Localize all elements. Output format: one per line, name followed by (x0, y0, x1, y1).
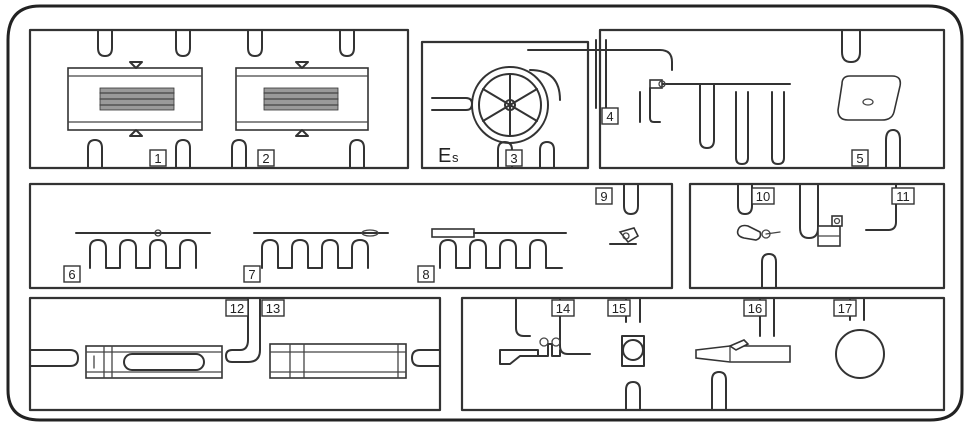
notch (175, 139, 191, 169)
part-tag-label: 12 (230, 301, 244, 316)
notch (97, 29, 113, 57)
part-tag-10: 10 (751, 187, 775, 205)
notch (539, 141, 555, 169)
notch (349, 139, 365, 169)
notch (841, 29, 861, 63)
part-tag-4: 4 (601, 107, 619, 125)
notch (225, 297, 261, 363)
notch (799, 183, 819, 239)
part-tag-13: 13 (261, 299, 285, 317)
svg-text:E: E (438, 145, 451, 167)
part-tag-9: 9 (595, 187, 613, 205)
part-9-small-fitting (609, 227, 640, 245)
part-2-radiator-panel (235, 61, 369, 137)
part-11-bracket (817, 215, 843, 247)
part-tag-7: 7 (243, 265, 261, 283)
notch (339, 29, 355, 57)
part-3-steering-wheel (431, 66, 561, 144)
part-tag-label: 7 (248, 267, 255, 282)
cell-parts-4-5 (598, 28, 946, 170)
part-8-rod (431, 228, 567, 269)
part-tag-label: 10 (756, 189, 770, 204)
part-tag-2: 2 (257, 149, 275, 167)
part-17-disc (835, 329, 885, 379)
notch (623, 183, 639, 215)
part-tag-label: 9 (600, 189, 607, 204)
sprue-code: E s (438, 145, 459, 167)
part-14-pipe-fitting (499, 337, 561, 365)
part-13-engine-block (269, 343, 407, 379)
part-15-ring (621, 335, 645, 367)
part-12-engine-block (85, 345, 223, 379)
notch (231, 139, 247, 169)
part-6-rod (75, 229, 211, 269)
notch (711, 371, 727, 411)
part-tag-label: 8 (422, 267, 429, 282)
svg-text:s: s (452, 150, 459, 165)
part-tag-label: 4 (606, 109, 613, 124)
part-tag-16: 16 (743, 299, 767, 317)
notch (737, 183, 753, 215)
notch (865, 183, 897, 231)
cell-parts-1-2 (28, 28, 410, 170)
part-tag-label: 14 (556, 301, 570, 316)
part-tag-11: 11 (891, 187, 915, 205)
part-tag-15: 15 (607, 299, 631, 317)
cell-part-3 (420, 40, 590, 170)
notch (761, 253, 777, 289)
part-7-rod (253, 229, 389, 269)
sprue-frame (6, 4, 964, 422)
part-tag-label: 5 (856, 151, 863, 166)
cell-parts-6-9 (28, 182, 674, 290)
part-tag-1: 1 (149, 149, 167, 167)
part-4-handle-rod (527, 39, 791, 165)
notch (411, 349, 441, 367)
part-tag-5: 5 (851, 149, 869, 167)
notch (87, 139, 103, 169)
part-tag-6: 6 (63, 265, 81, 283)
part-tag-label: 11 (896, 189, 910, 204)
notch (247, 29, 263, 57)
part-10-lever (736, 224, 781, 241)
cell-parts-12-13 (28, 296, 442, 412)
part-tag-label: 2 (262, 151, 269, 166)
part-tag-label: 16 (748, 301, 762, 316)
notch (625, 381, 641, 411)
part-5-oval-plate (837, 75, 902, 121)
part-1-radiator-panel (67, 61, 203, 137)
cell-parts-10-11 (688, 182, 946, 290)
part-tag-17: 17 (833, 299, 857, 317)
notch (559, 297, 591, 355)
cell-parts-14-17 (460, 296, 946, 412)
notch (175, 29, 191, 57)
part-tag-14: 14 (551, 299, 575, 317)
part-tag-label: 6 (68, 267, 75, 282)
part-tag-label: 13 (266, 301, 280, 316)
part-tag-label: 17 (838, 301, 852, 316)
part-tag-label: 3 (510, 151, 517, 166)
part-tag-12: 12 (225, 299, 249, 317)
part-tag-8: 8 (417, 265, 435, 283)
notch (29, 349, 79, 367)
part-16-pipe (695, 339, 791, 363)
part-tag-3: 3 (505, 149, 523, 167)
notch (885, 129, 901, 169)
part-tag-label: 15 (612, 301, 626, 316)
notch (515, 297, 531, 337)
part-tag-label: 1 (154, 151, 161, 166)
